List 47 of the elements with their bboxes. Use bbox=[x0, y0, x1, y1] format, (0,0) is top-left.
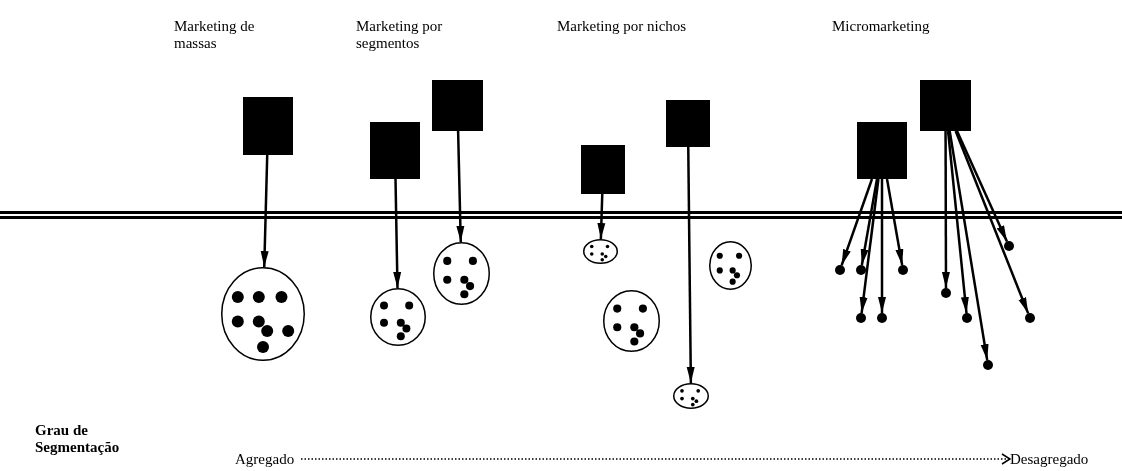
arrow bbox=[840, 178, 874, 266]
scale-end-label: Agregado bbox=[235, 449, 301, 469]
customer-dot bbox=[941, 288, 951, 298]
arrow bbox=[948, 130, 989, 361]
arrow bbox=[456, 130, 465, 243]
marketer-square bbox=[370, 122, 420, 179]
arrow bbox=[859, 178, 880, 314]
marketer-square bbox=[581, 145, 625, 194]
heading: Marketing por nichos bbox=[557, 18, 687, 35]
arrow bbox=[860, 178, 879, 266]
scale-end-label: Desagregado bbox=[1010, 449, 1110, 469]
marketer-square bbox=[920, 80, 971, 131]
customer-group-drawing bbox=[221, 267, 305, 361]
customer-dot bbox=[962, 313, 972, 323]
heading: Micromarketing bbox=[832, 18, 930, 35]
customer-dot bbox=[898, 265, 908, 275]
customer-dot bbox=[983, 360, 993, 370]
arrow bbox=[878, 179, 886, 313]
customer-dot bbox=[856, 265, 866, 275]
arrow bbox=[393, 178, 402, 289]
customer-dot bbox=[1004, 241, 1014, 251]
customer-group-drawing bbox=[673, 383, 709, 409]
customer-dot bbox=[856, 313, 866, 323]
heading: Marketing por segmentos bbox=[356, 18, 444, 52]
marketer-square bbox=[432, 80, 483, 131]
customer-group-drawing bbox=[370, 288, 426, 346]
customer-group-drawing bbox=[433, 242, 490, 305]
arrow bbox=[941, 131, 950, 288]
arrow bbox=[946, 130, 969, 314]
arrow bbox=[260, 154, 269, 268]
customer-group-drawing bbox=[603, 290, 660, 352]
axis-title: Grau de Segmentação bbox=[35, 422, 121, 456]
customer-dot bbox=[877, 313, 887, 323]
arrow bbox=[300, 453, 1011, 465]
arrow bbox=[954, 130, 1030, 314]
arrow bbox=[686, 147, 695, 383]
customer-group-drawing bbox=[709, 241, 752, 290]
marketer-square bbox=[666, 100, 710, 147]
arrow bbox=[955, 130, 1009, 242]
customer-group-drawing bbox=[583, 239, 618, 264]
customer-dot bbox=[1025, 313, 1035, 323]
arrow bbox=[885, 178, 904, 266]
arrow bbox=[597, 193, 606, 240]
marketer-square bbox=[857, 122, 907, 179]
marketer-square bbox=[243, 97, 293, 155]
customer-dot bbox=[835, 265, 845, 275]
heading: Marketing de massas bbox=[174, 18, 256, 52]
